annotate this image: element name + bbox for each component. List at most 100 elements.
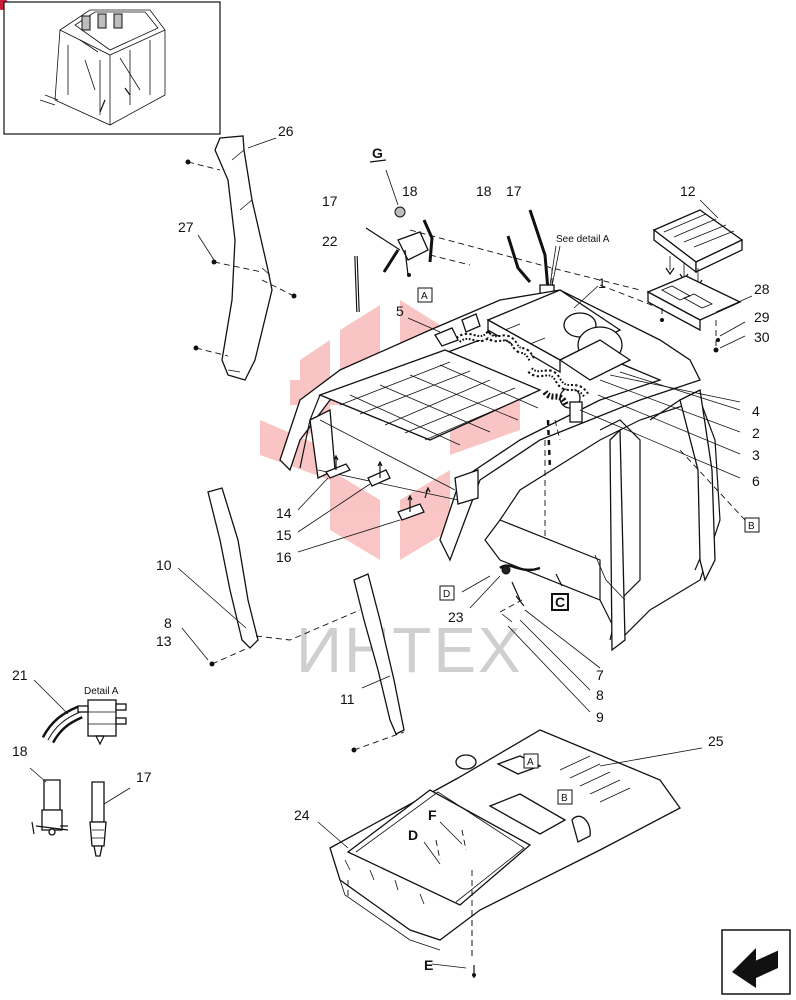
leader-flag-f xyxy=(439,821,463,845)
callout-4: 4 xyxy=(752,403,760,419)
callout-21: 21 xyxy=(12,667,28,683)
part-g-grommet xyxy=(385,169,406,218)
leader-18-detail xyxy=(29,767,47,783)
next-page-arrow-icon[interactable] xyxy=(721,929,791,995)
leader-12 xyxy=(699,199,719,219)
leader-4 xyxy=(619,371,741,411)
callout-15: 15 xyxy=(276,527,292,543)
leader-14 xyxy=(297,477,329,511)
part-17-18-clip-left xyxy=(365,219,434,277)
leader-flag-d xyxy=(423,841,441,865)
part-8-13-screw-left xyxy=(181,627,249,667)
part-1-hvac-unit xyxy=(486,289,632,423)
part-18-fitting xyxy=(31,779,69,836)
cab-roof-frame xyxy=(279,289,721,652)
callout-12: 12 xyxy=(680,183,696,199)
svg-text:B: B xyxy=(748,521,755,532)
part-12-filter xyxy=(652,209,744,288)
detail-a-title: Detail A xyxy=(84,686,119,697)
leader-1 xyxy=(573,285,599,309)
callout-28: 28 xyxy=(754,281,770,297)
leader-16 xyxy=(297,519,401,553)
callout-9: 9 xyxy=(596,709,604,725)
callout-7: 7 xyxy=(596,667,604,683)
part-29-30-fasteners xyxy=(713,320,746,353)
leader-11 xyxy=(361,675,391,689)
callout-1: 1 xyxy=(598,275,606,291)
callout-16: 16 xyxy=(276,549,292,565)
leader-25 xyxy=(599,747,703,767)
part-5-duct-left xyxy=(434,313,536,362)
part-26-pillar-trim xyxy=(214,135,273,381)
callout-8-left: 8 xyxy=(164,615,172,631)
part-22-rod xyxy=(354,255,360,313)
callout-18-top-right: 18 xyxy=(476,183,492,199)
callout-10: 10 xyxy=(156,557,172,573)
callout-29: 29 xyxy=(754,309,770,325)
leader-6 xyxy=(579,409,741,479)
svg-text:A: A xyxy=(527,757,534,768)
leader-21 xyxy=(33,679,69,715)
roof-dash-outline xyxy=(409,229,691,321)
leader-24 xyxy=(317,821,349,849)
watermark-text: ИНТЕХ xyxy=(296,614,523,686)
leader-28 xyxy=(715,295,753,313)
cab-thumbnail xyxy=(3,1,221,135)
dash-b-ref xyxy=(679,449,746,521)
leader-27 xyxy=(197,234,215,261)
callout-11: 11 xyxy=(340,691,355,707)
leader-see-detail xyxy=(551,245,561,287)
ref-box-b-floor: B xyxy=(557,789,573,805)
callout-27: 27 xyxy=(178,219,194,235)
callout-2: 2 xyxy=(752,425,760,441)
flag-g-underline xyxy=(369,159,387,163)
see-detail-label: See detail A xyxy=(556,234,610,245)
callout-13: 13 xyxy=(156,633,172,649)
ref-box-a-floor: A xyxy=(523,753,539,769)
callout-26: 26 xyxy=(278,123,294,139)
svg-text:B: B xyxy=(561,793,568,804)
svg-text:D: D xyxy=(443,589,450,600)
dash-10-bottom xyxy=(255,609,361,641)
svg-text:A: A xyxy=(421,291,428,302)
ref-box-b-right: B xyxy=(744,517,760,533)
ref-box-c: C xyxy=(551,593,569,611)
part-11-pillar-trim xyxy=(353,573,405,735)
callout-30: 30 xyxy=(754,329,770,345)
callout-23: 23 xyxy=(448,609,464,625)
part-24-floor-mat xyxy=(329,729,681,978)
leader-5 xyxy=(407,317,441,333)
part-14-15-16-strips xyxy=(325,454,431,521)
callout-6: 6 xyxy=(752,473,760,489)
callout-17-detail: 17 xyxy=(136,769,152,785)
flag-f: F xyxy=(428,807,437,823)
leader-26 xyxy=(247,137,277,149)
leader-15 xyxy=(297,483,371,533)
flag-e: E xyxy=(424,957,433,973)
ref-box-d: D xyxy=(439,585,455,601)
part-17-fitting xyxy=(89,781,107,857)
ref-box-a-top: A xyxy=(417,287,433,303)
leader-10 xyxy=(177,567,247,629)
callout-22: 22 xyxy=(322,233,338,249)
callout-5: 5 xyxy=(396,303,404,319)
part-11-screw xyxy=(351,747,357,753)
callout-3: 3 xyxy=(752,447,760,463)
leader-17-detail xyxy=(103,787,131,805)
part-10-pillar-trim xyxy=(207,487,259,649)
leader-2 xyxy=(599,379,741,433)
leader-d xyxy=(461,575,491,593)
part-17-18-hose-right xyxy=(506,209,557,298)
callout-17-top-right: 17 xyxy=(506,183,522,199)
dash-11-screw xyxy=(353,731,405,751)
leader-flag-e xyxy=(431,963,467,969)
part-7-8-9-fittings xyxy=(499,564,601,713)
svg-text:C: C xyxy=(555,594,565,610)
callout-14: 14 xyxy=(276,505,292,521)
flag-g: G xyxy=(372,145,383,161)
callout-24: 24 xyxy=(294,807,310,823)
part-28-filter-housing xyxy=(646,275,742,332)
callout-25: 25 xyxy=(708,733,724,749)
callout-8-right: 8 xyxy=(596,687,604,703)
